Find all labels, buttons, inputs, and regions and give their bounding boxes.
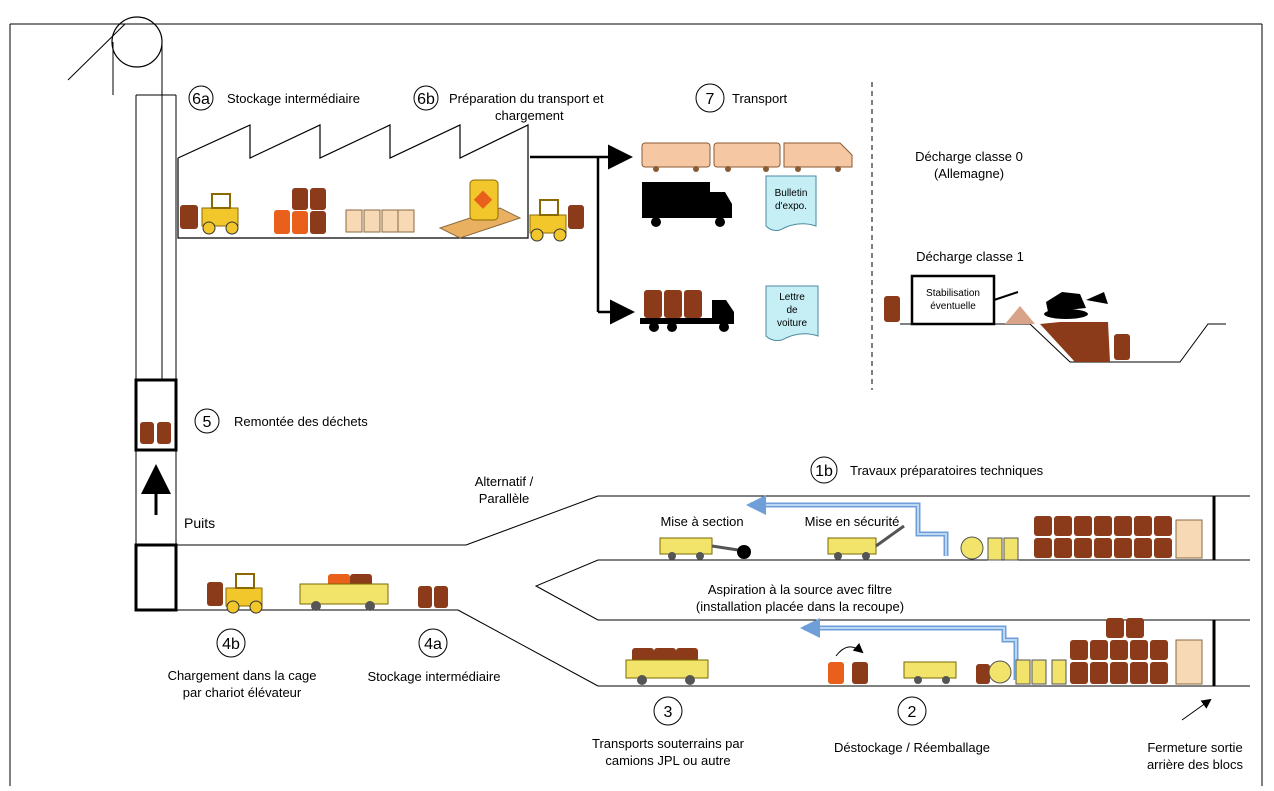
- aspiration-sublabel: (installation placée dans la recoupe): [696, 599, 904, 614]
- scaler-machine-icon: [659, 537, 751, 560]
- drum-icon: [292, 211, 308, 234]
- forklift-icon: [529, 199, 584, 242]
- puits-label: Puits: [184, 515, 215, 531]
- jpl-truck-icon: [299, 574, 389, 611]
- svg-text:Préparation du transport et: Préparation du transport et: [449, 91, 604, 106]
- drum-icon: [180, 205, 198, 229]
- fan-icon: [960, 536, 1019, 561]
- box-icon: [363, 209, 381, 233]
- step-7: 7 Transport: [695, 83, 788, 113]
- svg-text:3: 3: [664, 704, 673, 721]
- svg-text:Déstockage / Réemballage: Déstockage / Réemballage: [834, 740, 990, 755]
- transport-arrows: [530, 144, 635, 325]
- svg-text:2: 2: [908, 704, 917, 721]
- step-4b: 4b Chargement dans la cage par chariot é…: [168, 628, 317, 700]
- jpl-truck-icon: [625, 648, 709, 685]
- lower-gallery-equipment: [828, 618, 1203, 685]
- svg-text:Transports souterrains par: Transports souterrains par: [592, 736, 745, 751]
- fermeture-label: Fermeture sortie: [1147, 740, 1242, 755]
- box-icon: [397, 209, 415, 233]
- decharge0-sublabel: (Allemagne): [934, 166, 1004, 181]
- drum-truck-icon: [640, 290, 734, 332]
- svg-text:Travaux préparatoires techniqu: Travaux préparatoires techniques: [850, 463, 1044, 478]
- box-icon: [345, 209, 363, 233]
- drum-icon: [434, 586, 448, 608]
- svg-text:chargement: chargement: [495, 108, 564, 123]
- ventilation-pipe-lower: [800, 618, 1019, 680]
- alternatif-label: Alternatif /: [475, 474, 534, 489]
- train-icon: [641, 142, 853, 172]
- step-5: 5 Remontée des déchets: [194, 408, 368, 434]
- step-2: 2 Déstockage / Réemballage: [834, 696, 990, 755]
- svg-text:6b: 6b: [417, 91, 435, 108]
- lettre-sublabel2: voiture: [777, 318, 807, 329]
- stabilisation-sublabel: éventuelle: [930, 301, 976, 312]
- svg-text:4a: 4a: [424, 636, 442, 653]
- svg-text:4b: 4b: [222, 636, 240, 653]
- drum-icon: [310, 211, 326, 234]
- rotate-arrow-icon: [835, 642, 864, 657]
- decharge0-label: Décharge classe 0: [915, 149, 1023, 164]
- drum-icon: [157, 422, 171, 444]
- forklift-icon: [207, 573, 263, 614]
- svg-text:par chariot élévateur: par chariot élévateur: [183, 685, 302, 700]
- fermeture-sublabel: arrière des blocs: [1147, 757, 1244, 772]
- bulletin-label: Bulletin: [775, 188, 808, 199]
- bulletin-sublabel: d'expo.: [775, 201, 807, 212]
- svg-text:Stockage intermédiaire: Stockage intermédiaire: [227, 91, 360, 106]
- loader-icon: [903, 661, 957, 679]
- svg-text:7: 7: [706, 91, 715, 108]
- landfill-icon: [884, 274, 1226, 363]
- surface-building: [177, 124, 529, 239]
- step-1b: 1b Travaux préparatoires techniques: [810, 456, 1044, 484]
- drum-icon: [828, 662, 844, 684]
- drum-icon: [292, 188, 308, 210]
- lettre-sublabel: de: [786, 305, 798, 316]
- ventilation-pipe-upper: [746, 495, 949, 556]
- svg-text:Stockage intermédiaire: Stockage intermédiaire: [368, 669, 501, 684]
- svg-text:Remontée des déchets: Remontée des déchets: [234, 414, 368, 429]
- lettre-paper-icon: [765, 285, 819, 341]
- drum-icon: [418, 586, 432, 608]
- drum-icon: [140, 422, 154, 444]
- mise-section-label: Mise à section: [660, 514, 743, 529]
- hoist-shaft: [67, 16, 178, 612]
- svg-text:1b: 1b: [815, 463, 833, 480]
- step-4a: 4a Stockage intermédiaire: [368, 628, 501, 684]
- step-6a: 6a Stockage intermédiaire: [188, 85, 360, 111]
- svg-text:5: 5: [203, 414, 212, 431]
- bulletin-paper-icon: [765, 175, 817, 231]
- drum-icon: [310, 188, 326, 210]
- svg-text:camions JPL ou autre: camions JPL ou autre: [605, 753, 730, 768]
- bolter-machine-icon: [827, 524, 905, 560]
- drum-icon: [274, 210, 290, 234]
- truck-icon: [642, 182, 732, 227]
- drum-stack-upper: [1034, 516, 1203, 559]
- forklift-icon: [201, 193, 239, 235]
- drum-icon: [852, 662, 868, 684]
- stabilisation-label: Stabilisation: [926, 288, 980, 299]
- pointer-arrow-icon: [1181, 698, 1212, 721]
- step-6b: 6b Préparation du transport et chargemen…: [413, 85, 604, 123]
- decharge1-label: Décharge classe 1: [916, 249, 1024, 264]
- svg-text:6a: 6a: [192, 91, 210, 108]
- fan-icon: [988, 660, 1012, 684]
- step-3: 3 Transports souterrains par camions JPL…: [592, 696, 745, 768]
- bulldozer-icon: [1044, 292, 1108, 319]
- svg-text:Chargement dans la cage: Chargement dans la cage: [168, 668, 317, 683]
- alternatif-sublabel: Parallèle: [479, 491, 530, 506]
- svg-text:Transport: Transport: [732, 91, 788, 106]
- box-icon: [381, 209, 399, 233]
- lettre-label: Lettre: [779, 292, 805, 303]
- hazard-drum-icon: [438, 179, 522, 239]
- mise-securite-label: Mise en sécurité: [805, 514, 900, 529]
- aspiration-label: Aspiration à la source avec filtre: [708, 582, 892, 597]
